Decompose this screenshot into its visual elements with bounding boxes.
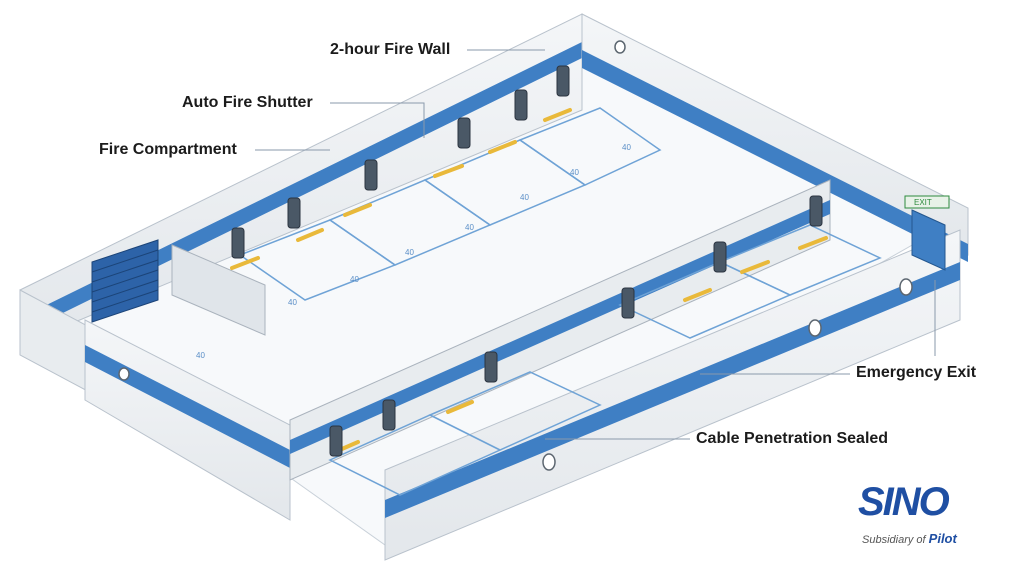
svg-text:EXIT: EXIT	[914, 198, 932, 207]
emergency-exit-door: EXIT	[904, 195, 950, 271]
cable-penetration-callout: Cable Penetration Sealed	[696, 430, 889, 447]
callout-leaders	[255, 49, 936, 440]
back-wall-stripe	[20, 42, 582, 334]
emergency-exit-callout: Emergency Exit	[856, 364, 977, 381]
fire-compartment-callout: Fire Compartment	[99, 141, 237, 158]
ev-chargers	[231, 65, 823, 457]
bay-number: 40	[196, 351, 205, 360]
fire-shutter-callout: Auto Fire Shutter	[182, 94, 313, 111]
bay-number: 40	[570, 168, 579, 177]
right-wall-stripe	[582, 50, 968, 262]
wheel-stops	[230, 108, 828, 454]
bay-number: 40	[520, 193, 529, 202]
logo-tagline-text: Subsidiary of	[862, 534, 926, 546]
fire-shutter	[91, 239, 159, 323]
logo-tagline: Subsidiary of Pilot	[862, 531, 957, 546]
bay-number: 40	[350, 275, 359, 284]
logo-brand: SINO	[858, 480, 950, 524]
sino-logo: SINO Subsidiary of Pilot	[852, 480, 992, 546]
bay-number: 40	[622, 143, 631, 152]
bay-number: 40	[405, 248, 414, 257]
partition-wall	[171, 244, 266, 336]
bay-number: 40	[465, 223, 474, 232]
front-wall	[84, 319, 291, 521]
fire-wall-callout: 2-hour Fire Wall	[330, 41, 451, 58]
parking-bays-back-row	[238, 107, 662, 301]
bay-number: 40	[288, 298, 297, 307]
logo-parent: Pilot	[928, 531, 957, 546]
front-wall-stripe	[85, 345, 290, 468]
interior-stripe	[290, 200, 830, 454]
parking-bays-front-row	[328, 224, 882, 496]
cable-penetrations	[118, 40, 913, 471]
